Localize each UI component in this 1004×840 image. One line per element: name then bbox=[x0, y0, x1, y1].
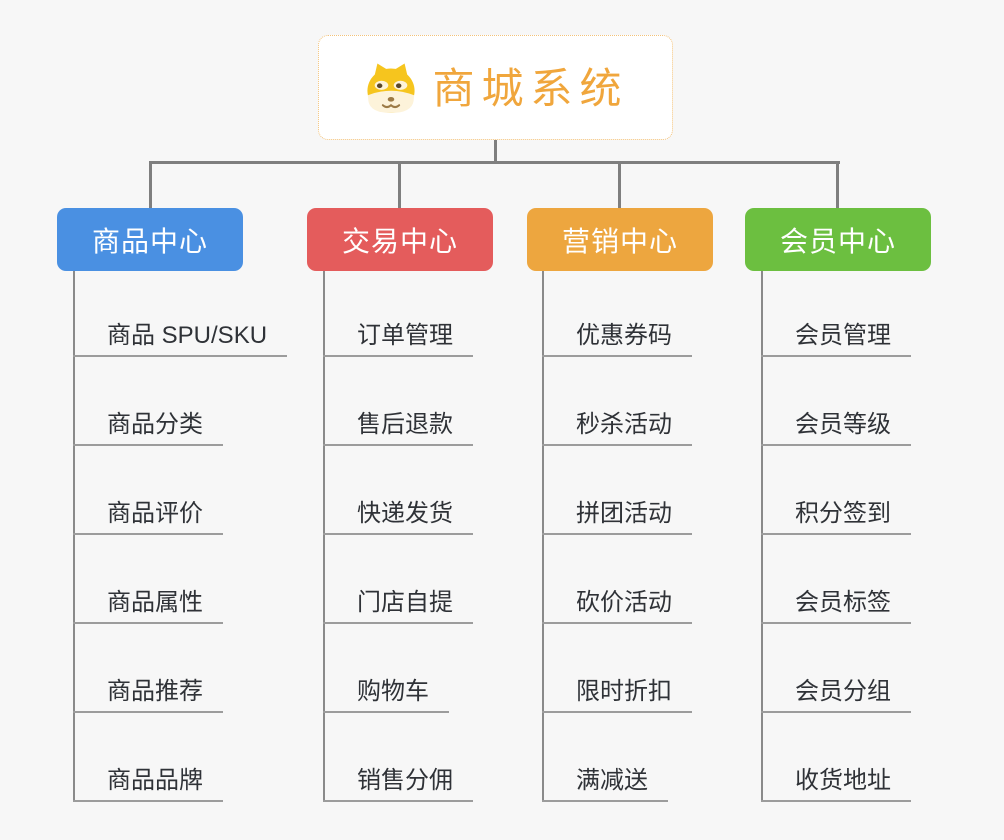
root-node-label: 商城系统 bbox=[432, 64, 629, 112]
branch-rail-line bbox=[149, 161, 840, 164]
child-node-label: 优惠券码 bbox=[576, 322, 672, 349]
child-node-label: 商品分类 bbox=[107, 411, 203, 438]
child-node[interactable]: 积分签到 bbox=[761, 490, 911, 535]
child-node[interactable]: 订单管理 bbox=[323, 312, 473, 357]
child-node[interactable]: 门店自提 bbox=[323, 579, 473, 624]
branch-node-label: 交易中心 bbox=[341, 225, 458, 257]
child-node[interactable]: 限时折扣 bbox=[542, 668, 692, 713]
child-node[interactable]: 商品 SPU/SKU bbox=[73, 312, 288, 357]
child-node-label: 砍价活动 bbox=[576, 589, 672, 616]
child-node[interactable]: 满减送 bbox=[542, 757, 668, 802]
child-node[interactable]: 购物车 bbox=[323, 668, 449, 713]
dog-face-icon bbox=[367, 63, 416, 113]
children-trunk-line bbox=[323, 271, 325, 802]
child-node[interactable]: 商品分类 bbox=[73, 401, 223, 446]
child-node[interactable]: 商品品牌 bbox=[73, 757, 223, 802]
child-node-label: 收货地址 bbox=[795, 767, 891, 794]
child-node-label: 快递发货 bbox=[357, 500, 453, 527]
child-node[interactable]: 会员管理 bbox=[761, 312, 911, 357]
child-node[interactable]: 砍价活动 bbox=[542, 579, 692, 624]
child-node[interactable]: 会员等级 bbox=[761, 401, 911, 446]
root-connector-line bbox=[494, 140, 497, 164]
child-node-label: 门店自提 bbox=[357, 589, 453, 616]
branch-node-trade-center[interactable]: 交易中心 bbox=[307, 208, 493, 271]
child-node[interactable]: 会员标签 bbox=[761, 579, 911, 624]
child-node-label: 商品属性 bbox=[107, 589, 203, 616]
child-node-label: 商品 SPU/SKU bbox=[107, 322, 268, 349]
branch-stub-line bbox=[836, 161, 839, 209]
branch-stub-line bbox=[149, 161, 152, 209]
child-node-label: 商品品牌 bbox=[107, 767, 203, 794]
child-node-label: 积分签到 bbox=[795, 500, 891, 527]
child-node-label: 商品评价 bbox=[107, 500, 203, 527]
child-node-label: 秒杀活动 bbox=[576, 411, 672, 438]
children-trunk-line bbox=[73, 271, 75, 802]
children-trunk-line bbox=[542, 271, 544, 802]
child-node[interactable]: 会员分组 bbox=[761, 668, 911, 713]
child-node[interactable]: 优惠券码 bbox=[542, 312, 692, 357]
branch-node-label: 商品中心 bbox=[91, 225, 208, 257]
child-node[interactable]: 拼团活动 bbox=[542, 490, 692, 535]
child-node[interactable]: 商品评价 bbox=[73, 490, 223, 535]
child-node-label: 售后退款 bbox=[357, 411, 453, 438]
child-node[interactable]: 收货地址 bbox=[761, 757, 911, 802]
children-trunk-line bbox=[761, 271, 763, 802]
branch-stub-line bbox=[618, 161, 621, 209]
child-node-label: 会员分组 bbox=[795, 678, 891, 705]
branch-node-label: 会员中心 bbox=[779, 225, 896, 257]
branch-node-label: 营销中心 bbox=[561, 225, 678, 257]
child-node-label: 拼团活动 bbox=[576, 500, 672, 527]
branch-node-member-center[interactable]: 会员中心 bbox=[745, 208, 931, 271]
child-node-label: 商品推荐 bbox=[107, 678, 203, 705]
child-node[interactable]: 秒杀活动 bbox=[542, 401, 692, 446]
branch-node-marketing-center[interactable]: 营销中心 bbox=[527, 208, 713, 271]
child-node-label: 销售分佣 bbox=[357, 767, 453, 794]
child-node[interactable]: 快递发货 bbox=[323, 490, 473, 535]
child-node-label: 订单管理 bbox=[357, 322, 453, 349]
child-node-label: 购物车 bbox=[357, 678, 429, 705]
child-node[interactable]: 售后退款 bbox=[323, 401, 473, 446]
child-node[interactable]: 商品属性 bbox=[73, 579, 223, 624]
child-node-label: 满减送 bbox=[576, 767, 648, 794]
child-node[interactable]: 商品推荐 bbox=[73, 668, 223, 713]
child-node-label: 会员等级 bbox=[795, 411, 891, 438]
root-node-mall-system[interactable]: 商城系统 bbox=[318, 35, 673, 140]
branch-stub-line bbox=[398, 161, 401, 209]
child-node-label: 会员标签 bbox=[795, 589, 891, 616]
child-node-label: 会员管理 bbox=[795, 322, 891, 349]
branch-node-product-center[interactable]: 商品中心 bbox=[57, 208, 243, 271]
child-node[interactable]: 销售分佣 bbox=[323, 757, 473, 802]
child-node-label: 限时折扣 bbox=[576, 678, 672, 705]
